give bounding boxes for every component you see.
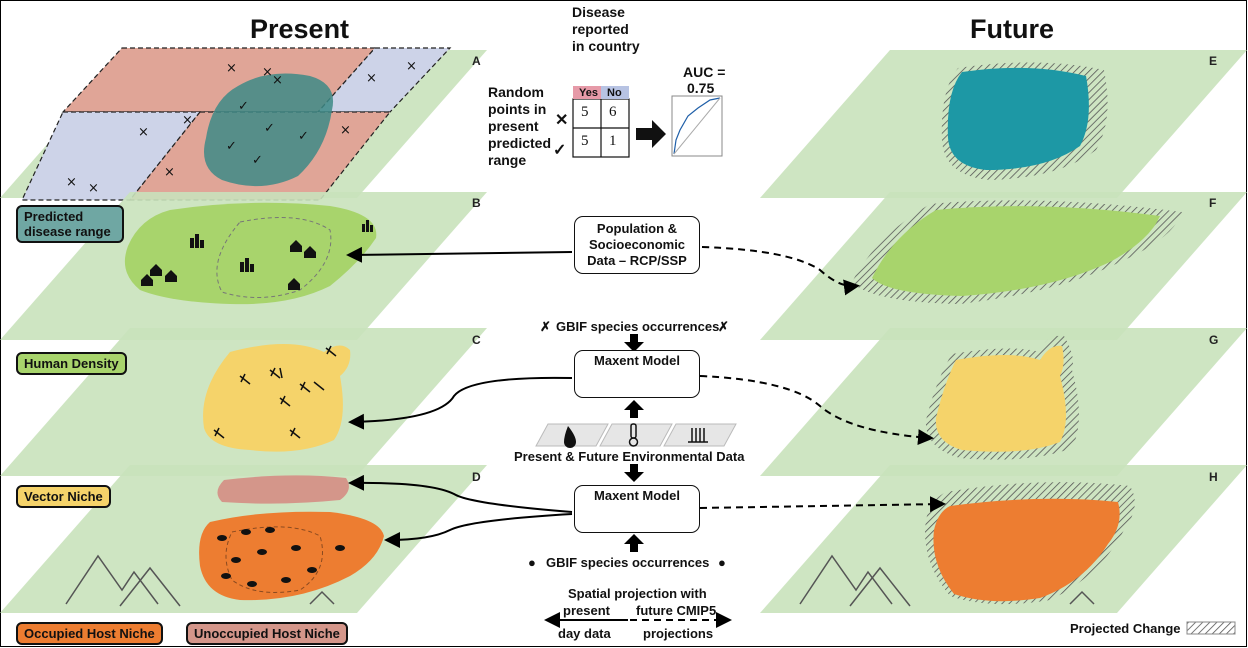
layer-letter-g: G: [1209, 333, 1219, 347]
mosquito-icon-left: ✗: [540, 319, 551, 334]
svg-text:×: ×: [226, 61, 237, 76]
maxent-to-vector-present: [348, 376, 573, 430]
tag-vector-niche: Vector Niche: [16, 485, 111, 508]
water-drop-icon: [564, 426, 576, 448]
svg-text:×: ×: [66, 175, 77, 190]
mosquito-icons: [213, 345, 337, 439]
layer-letter-a: A: [472, 54, 481, 68]
gbif-vector-arrow: [624, 334, 644, 352]
rodent-icons: [217, 527, 345, 587]
gbif-host-label: GBIF species occurrences: [546, 555, 710, 570]
range-outline-d: [225, 526, 323, 593]
env-data-label: Present & Future Environmental Data: [514, 449, 745, 464]
maxent-to-vector-future: [699, 375, 934, 446]
present-label-2: day data: [558, 626, 611, 641]
future-label-2: projections: [643, 626, 714, 641]
cell-b: 6: [609, 104, 617, 120]
future-human-density: [872, 206, 1160, 296]
settlement-icons: [141, 220, 373, 290]
population-to-future: [701, 246, 860, 296]
svg-text:×: ×: [164, 165, 175, 180]
disease-reported-label: Disease reported in country: [572, 4, 640, 54]
future-title: Future: [970, 14, 1054, 44]
cell-c: 5: [581, 133, 589, 149]
maxent-to-host-future: [699, 496, 946, 513]
layer-letter-d: D: [472, 470, 481, 484]
env-up-arrow: [624, 400, 644, 418]
rodent-icon-right: ●: [718, 555, 726, 570]
cross-symbol: ✕: [555, 112, 569, 129]
tag-human-density: Human Density: [16, 352, 127, 375]
rodent-icon-left: ●: [528, 555, 536, 570]
population-box: Population & Socioeconomic Data – RCP/SS…: [574, 216, 700, 274]
maxent-bottom-label: Maxent Model: [594, 488, 680, 503]
tag-occupied-host-niche: Occupied Host Niche: [16, 622, 163, 645]
tag-unoccupied-host-niche: Unoccupied Host Niche: [186, 622, 348, 645]
layer-letter-f: F: [1209, 196, 1217, 210]
cell-d: 1: [609, 133, 617, 149]
thermometer-icon: [628, 423, 639, 447]
population-to-present: [346, 246, 573, 263]
auc-value: 0.75: [687, 80, 715, 96]
svg-text:✓: ✓: [238, 99, 249, 114]
svg-text:×: ×: [272, 73, 283, 88]
svg-text:×: ×: [182, 113, 193, 128]
future-label: future CMIP5: [636, 603, 717, 618]
projected-change-label: Projected Change: [1070, 621, 1181, 636]
future-mountain-icons: [799, 554, 1095, 607]
col-yes-label: Yes: [579, 87, 598, 99]
future-host-niche: [933, 498, 1120, 602]
unoccupied-host-niche: [217, 475, 349, 504]
roc-diagonal: [673, 97, 721, 155]
maxent-to-unoccupied: [348, 474, 573, 513]
maxent-top-label: Maxent Model: [594, 353, 680, 368]
col-no-bg: [601, 86, 629, 99]
maxent-to-occupied: [384, 513, 573, 548]
human-density-present: [124, 202, 377, 305]
predicted-range-a: [204, 73, 334, 187]
env-down-arrow: [624, 464, 644, 482]
random-points-label: Random points in present predicted range: [488, 84, 552, 168]
svg-text:×: ×: [138, 125, 149, 140]
gbif-host-arrow: [624, 534, 644, 552]
svg-text:×: ×: [262, 65, 273, 80]
svg-text:✓: ✓: [226, 139, 237, 154]
svg-text:×: ×: [88, 181, 99, 196]
future-vector-niche: [935, 345, 1066, 452]
present-title: Present: [250, 14, 350, 44]
gbif-vector-label: GBIF species occurrences: [556, 319, 720, 334]
roc-curve: [673, 97, 721, 155]
svg-text:×: ×: [406, 59, 417, 74]
tag-predicted-disease-range: Predicted disease range: [16, 205, 124, 243]
svg-text:×: ×: [340, 123, 351, 138]
svg-text:✓: ✓: [298, 129, 309, 144]
mountain-icons: [65, 554, 335, 607]
layer-letter-h: H: [1209, 470, 1218, 484]
svg-text:✓: ✓: [252, 153, 263, 168]
layer-letter-e: E: [1209, 54, 1218, 68]
layer-letter-c: C: [472, 333, 481, 347]
projected-change-swatch: [1186, 621, 1236, 635]
maxent-box-top: Maxent Model: [574, 350, 700, 398]
cell-a: 5: [581, 104, 589, 120]
mosquito-icon-right: ✗: [718, 319, 729, 334]
layer-letter-b: B: [472, 196, 481, 210]
vegetation-icon: [688, 428, 708, 443]
present-label: present: [563, 603, 610, 618]
svg-text:×: ×: [366, 71, 377, 86]
maxent-box-bottom: Maxent Model: [574, 485, 700, 533]
future-range: [947, 67, 1089, 170]
auc-label: AUC =: [683, 64, 726, 80]
check-symbol: ✓: [553, 142, 567, 159]
svg-text:✓: ✓: [264, 121, 275, 136]
col-no-label: No: [607, 87, 622, 99]
random-points: ××× ××× ××× ×× ✓✓✓ ✓✓: [66, 59, 417, 196]
col-yes-bg: [573, 86, 601, 99]
vector-niche-present: [203, 344, 351, 452]
spatial-projection-title: Spatial projection with: [568, 586, 707, 601]
auc-arrow: [636, 120, 666, 148]
